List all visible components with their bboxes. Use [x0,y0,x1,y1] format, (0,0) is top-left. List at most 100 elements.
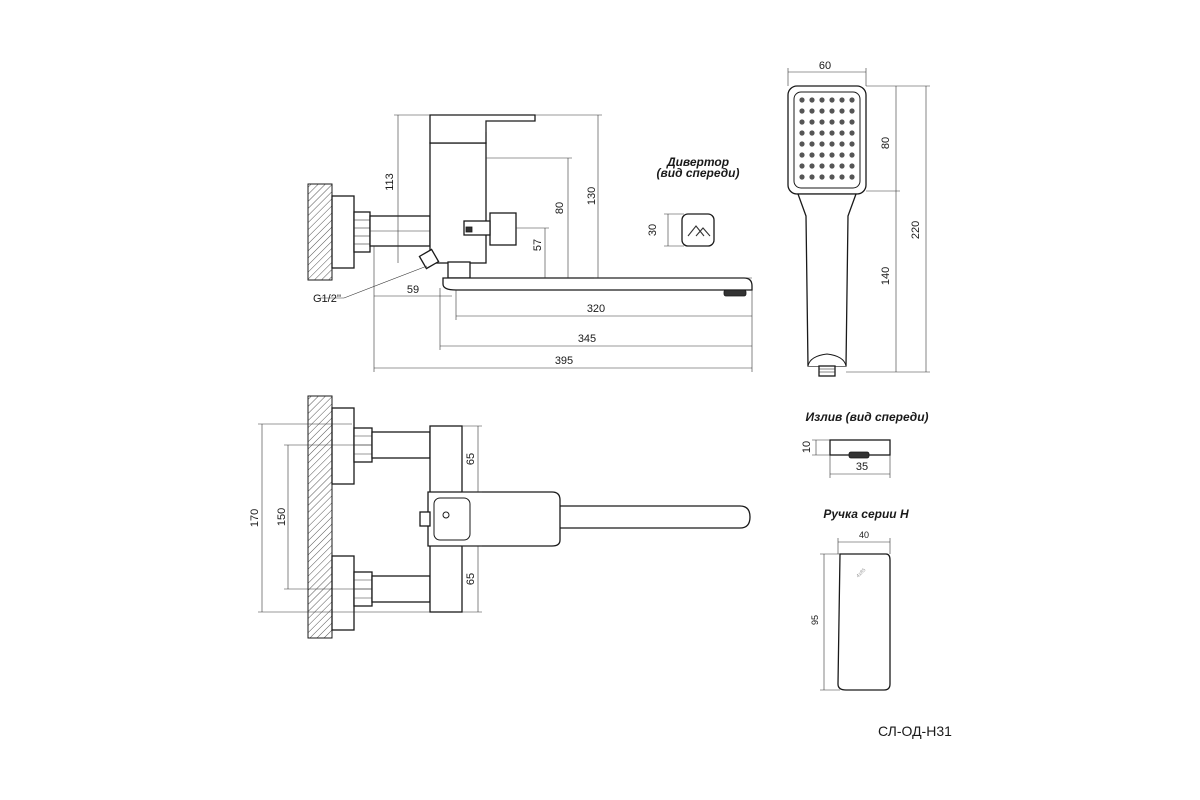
diverter-knob-side [489,212,517,246]
nozzle-dot [809,152,815,158]
nozzle-dot [849,141,855,147]
nozzle-dot [829,152,835,158]
nozzle-dot [839,152,845,158]
nozzle-dot [839,97,845,103]
nozzle-dot [799,141,805,147]
nozzle-dot [799,174,805,180]
shower-thread [818,365,836,377]
nozzle-dot [829,119,835,125]
diverter-knob-top [419,511,431,527]
dim-95: 95 [810,615,820,625]
nozzle-dot [829,163,835,169]
mixer-body-side [429,142,487,264]
spout-front-view: Излив (вид спереди) 10 35 [801,410,929,478]
handle-series-view: Ручка серии Н 4x85 40 95 [810,507,909,691]
dim-345: 345 [578,333,596,345]
nozzle-dot [809,97,815,103]
wall-section-top [307,395,333,639]
nozzle-dot [849,130,855,136]
dim-113: 113 [384,173,396,191]
nozzle-dot [849,163,855,169]
nozzle-dot [849,174,855,180]
dim-395: 395 [555,355,573,367]
dim-57: 57 [532,239,544,251]
nozzle-dot [799,152,805,158]
dim-60: 60 [819,60,831,72]
nozzle-dot [839,119,845,125]
spout-side [442,277,753,291]
dim-30: 30 [647,224,659,236]
connector-pipe-top-upper [371,431,431,459]
nozzle-dot [819,141,825,147]
handle-front [837,553,891,691]
eccentric-nut-side [353,211,371,253]
nozzle-dot [829,174,835,180]
nozzle-dot [819,152,825,158]
hand-shower: 60 80 140 220 [787,60,930,377]
spout-connector-side [447,261,471,279]
nozzle-dot [799,97,805,103]
nozzle-dot [819,108,825,114]
shower-nozzles [799,97,855,180]
connector-pipe-top-lower [371,575,431,603]
nozzle-dot [829,108,835,114]
nozzle-dot [849,152,855,158]
nozzle-dot [799,130,805,136]
side-view: 113 130 80 57 G1/2'' 59 320 345 395 [307,114,753,372]
nozzle-dot [809,174,815,180]
top-view: 170 150 65 65 [249,395,751,639]
nozzle-dot [819,130,825,136]
dim-80: 80 [554,202,566,214]
dim-35: 35 [856,461,868,473]
handle-lever-side [429,114,536,144]
nozzle-dot [819,174,825,180]
aerator-front [848,451,870,459]
nozzle-dot [839,141,845,147]
nozzle-dot [809,108,815,114]
aerator-side [723,289,747,297]
caption-handle: Ручка серии Н [823,507,909,521]
shower-outlet-side [418,248,440,270]
nozzle-dot [809,119,815,125]
dim-65-top: 65 [465,453,477,465]
dim-140: 140 [880,267,892,285]
dim-40: 40 [859,530,869,540]
caption-spout: Излив (вид спереди) [805,410,928,424]
nozzle-dot [849,119,855,125]
caption-diverter-line2: (вид спереди) [657,166,740,180]
wall-flange-top-upper [331,407,355,485]
nozzle-dot [799,119,805,125]
nozzle-dot [819,119,825,125]
nozzle-dot [799,163,805,169]
caption-diverter-line1: Дивертор [666,155,729,169]
dim-10: 10 [801,441,813,453]
nozzle-dot [849,108,855,114]
dim-220: 220 [910,221,922,239]
nozzle-dot [829,141,835,147]
nozzle-dot [819,97,825,103]
dim-150: 150 [276,508,288,526]
nozzle-dot [819,163,825,169]
nozzle-dot [839,130,845,136]
dim-65-bottom: 65 [465,573,477,585]
diverter-front-view: Дивертор (вид спереди) 30 [647,155,740,247]
nozzle-dot [799,108,805,114]
wall-flange-top-lower [331,555,355,631]
wall-flange-side [331,195,355,269]
diverter-knob-front [681,213,715,247]
nozzle-dot [839,174,845,180]
dim-80-shower: 80 [880,137,892,149]
shower-handle [797,193,857,367]
nozzle-dot [839,163,845,169]
dim-170: 170 [249,509,261,527]
nozzle-dot [849,97,855,103]
nozzle-dot [809,163,815,169]
dim-130: 130 [586,187,598,205]
nozzle-dot [829,97,835,103]
product-code: СЛ-ОД-Н31 [878,723,952,739]
nozzle-dot [829,130,835,136]
dim-59: 59 [407,284,419,296]
dim-320: 320 [587,303,605,315]
thread-label: G1/2'' [313,293,341,305]
